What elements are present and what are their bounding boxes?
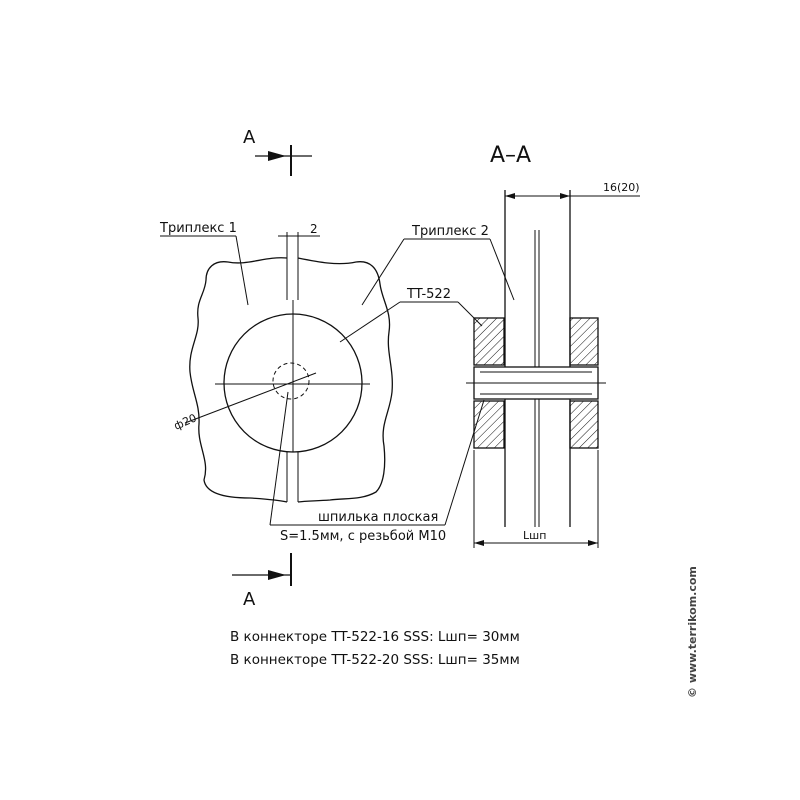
front-view-callouts: Триплекс 1 Триплекс 2 TT-522 xyxy=(159,221,515,343)
length-arrow-right xyxy=(588,540,598,546)
tt522-leader-front xyxy=(339,301,401,343)
triplex2-leader-section xyxy=(489,238,515,301)
section-arrow-top-head xyxy=(268,151,286,161)
triplex1-leader xyxy=(235,235,249,306)
section-marker-top: A xyxy=(243,127,312,176)
diameter-label: ф20 xyxy=(172,411,199,432)
section-label-bottom: A xyxy=(243,589,256,610)
stud-spec-label: S=1.5мм, с резьбой M10 xyxy=(280,529,446,544)
thickness-dimension-label: 16(20) xyxy=(603,181,640,194)
notes: В коннекторе TT-522-16 SSS: Lшп= 30мм В … xyxy=(230,629,520,668)
clamp-right-lower xyxy=(569,400,599,449)
stud-label: шпилька плоская xyxy=(318,510,438,525)
note-line-2: В коннекторе TT-522-20 SSS: Lшп= 35мм xyxy=(230,652,520,668)
front-view: 2 ф20 xyxy=(172,222,393,503)
triplex2-label: Триплекс 2 xyxy=(411,224,489,239)
section-marker-bottom: A xyxy=(232,553,292,610)
stud-leader-section xyxy=(444,399,485,526)
triplex2-leader-front xyxy=(361,238,405,306)
note-line-1: В коннекторе TT-522-16 SSS: Lшп= 30мм xyxy=(230,629,520,645)
stud-hidden-circle xyxy=(272,362,310,400)
length-dimension-label: Lшп xyxy=(523,529,546,542)
thickness-arrow-right xyxy=(560,193,570,199)
length-arrow-left xyxy=(474,540,484,546)
section-view: A–A 16(20) Lшп xyxy=(466,143,640,548)
section-title: A–A xyxy=(490,143,531,168)
clamp-left-upper xyxy=(473,317,505,366)
section-label-top: A xyxy=(243,127,256,148)
stud-leader-front xyxy=(269,391,289,526)
clamp-right-upper xyxy=(569,317,599,366)
watermark: © www.terrikom.com xyxy=(686,566,699,698)
section-arrow-bottom-head xyxy=(268,570,286,580)
triplex2-outline xyxy=(297,257,393,503)
stud-callout: шпилька плоская S=1.5мм, с резьбой M10 xyxy=(269,391,485,544)
tt522-label: TT-522 xyxy=(406,287,451,302)
thickness-arrow-left xyxy=(505,193,515,199)
triplex1-outline xyxy=(189,257,288,503)
diameter-leader xyxy=(184,372,317,424)
gap-dimension-label: 2 xyxy=(310,222,318,236)
clamp-left-lower xyxy=(473,400,505,449)
triplex1-label: Триплекс 1 xyxy=(159,221,237,236)
